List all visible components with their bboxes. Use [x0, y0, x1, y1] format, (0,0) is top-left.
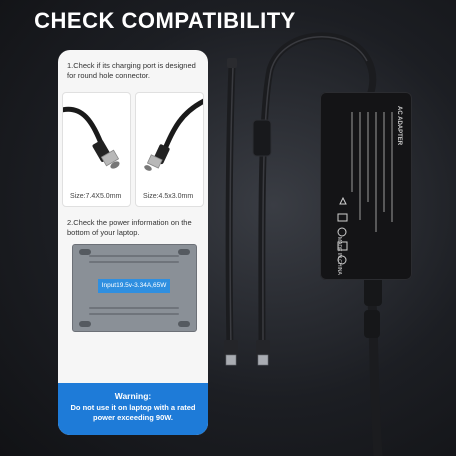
laptop-foot: [178, 321, 190, 327]
laptop-foot: [79, 321, 91, 327]
laptop-vent: [89, 313, 179, 315]
laptop-foot: [79, 249, 91, 255]
laptop-foot: [178, 249, 190, 255]
laptop-vent: [89, 261, 179, 263]
certification-marks-icon: [337, 112, 393, 265]
warning-text: Do not use it on laptop with a rated pow…: [70, 403, 196, 422]
laptop-vent: [89, 307, 179, 309]
warning-title: Warning:: [114, 391, 152, 401]
round-connector-plug-icon: [144, 98, 207, 171]
round-connector-plug-icon: [58, 106, 120, 169]
connector-sample-small: Size:4.5x3.0mm: [135, 92, 207, 207]
ac-adapter-brick: AC ADAPTER MADE IN CHINA: [320, 92, 412, 280]
connector-sample-large: Size:7.4X5.0mm: [58, 92, 131, 207]
check-power-note: 2.Check the power information on the bot…: [67, 218, 192, 237]
laptop-power-label: Input19.5v-3.34A,65W: [98, 279, 170, 293]
compatibility-card: 1.Check if its charging port is designed…: [58, 50, 208, 435]
laptop-bottom-icon: Input19.5v-3.34A,65W: [72, 244, 197, 332]
headline: CHECK COMPATIBILITY: [34, 8, 296, 33]
warning-box: Warning: Do not use it on laptop with a …: [58, 383, 208, 435]
size-label-large: Size:7.4X5.0mm: [70, 193, 122, 200]
check-port-note: 1.Check if its charging port is designed…: [67, 61, 196, 80]
size-label-small: Size:4.5x3.0mm: [143, 193, 194, 200]
laptop-vent: [89, 255, 179, 257]
